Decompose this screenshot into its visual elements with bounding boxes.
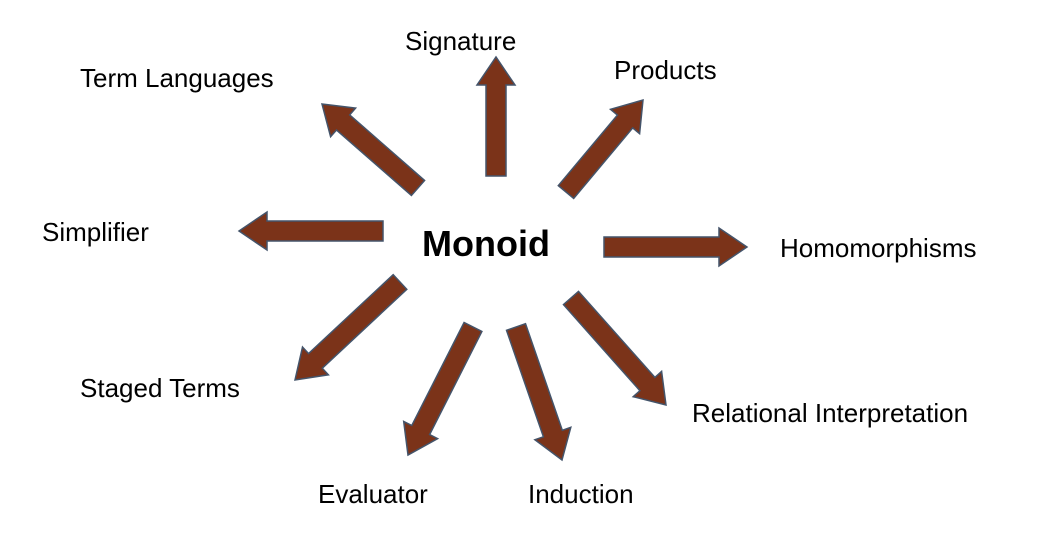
label-signature: Signature: [405, 26, 517, 56]
label-staged-terms: Staged Terms: [80, 373, 240, 403]
label-term-languages: Term Languages: [80, 63, 274, 93]
arrow-term-languages: [320, 103, 426, 197]
label-products: Products: [614, 55, 717, 85]
arrow-relational-interpretation: [562, 290, 667, 406]
label-evaluator: Evaluator: [318, 479, 428, 509]
label-simplifier: Simplifier: [42, 217, 149, 247]
arrow-simplifier: [237, 210, 384, 252]
label-induction: Induction: [528, 479, 634, 509]
arrow-homomorphisms: [603, 226, 749, 268]
arrow-evaluator: [402, 321, 483, 457]
arrow-staged-terms: [294, 273, 408, 381]
arrow-induction: [505, 322, 572, 462]
arrow-products: [557, 98, 644, 200]
label-relational-interpretation: Relational Interpretation: [692, 398, 969, 428]
label-homomorphisms: Homomorphisms: [780, 233, 977, 263]
arrow-signature: [475, 55, 517, 177]
center-label: Monoid: [422, 223, 550, 264]
